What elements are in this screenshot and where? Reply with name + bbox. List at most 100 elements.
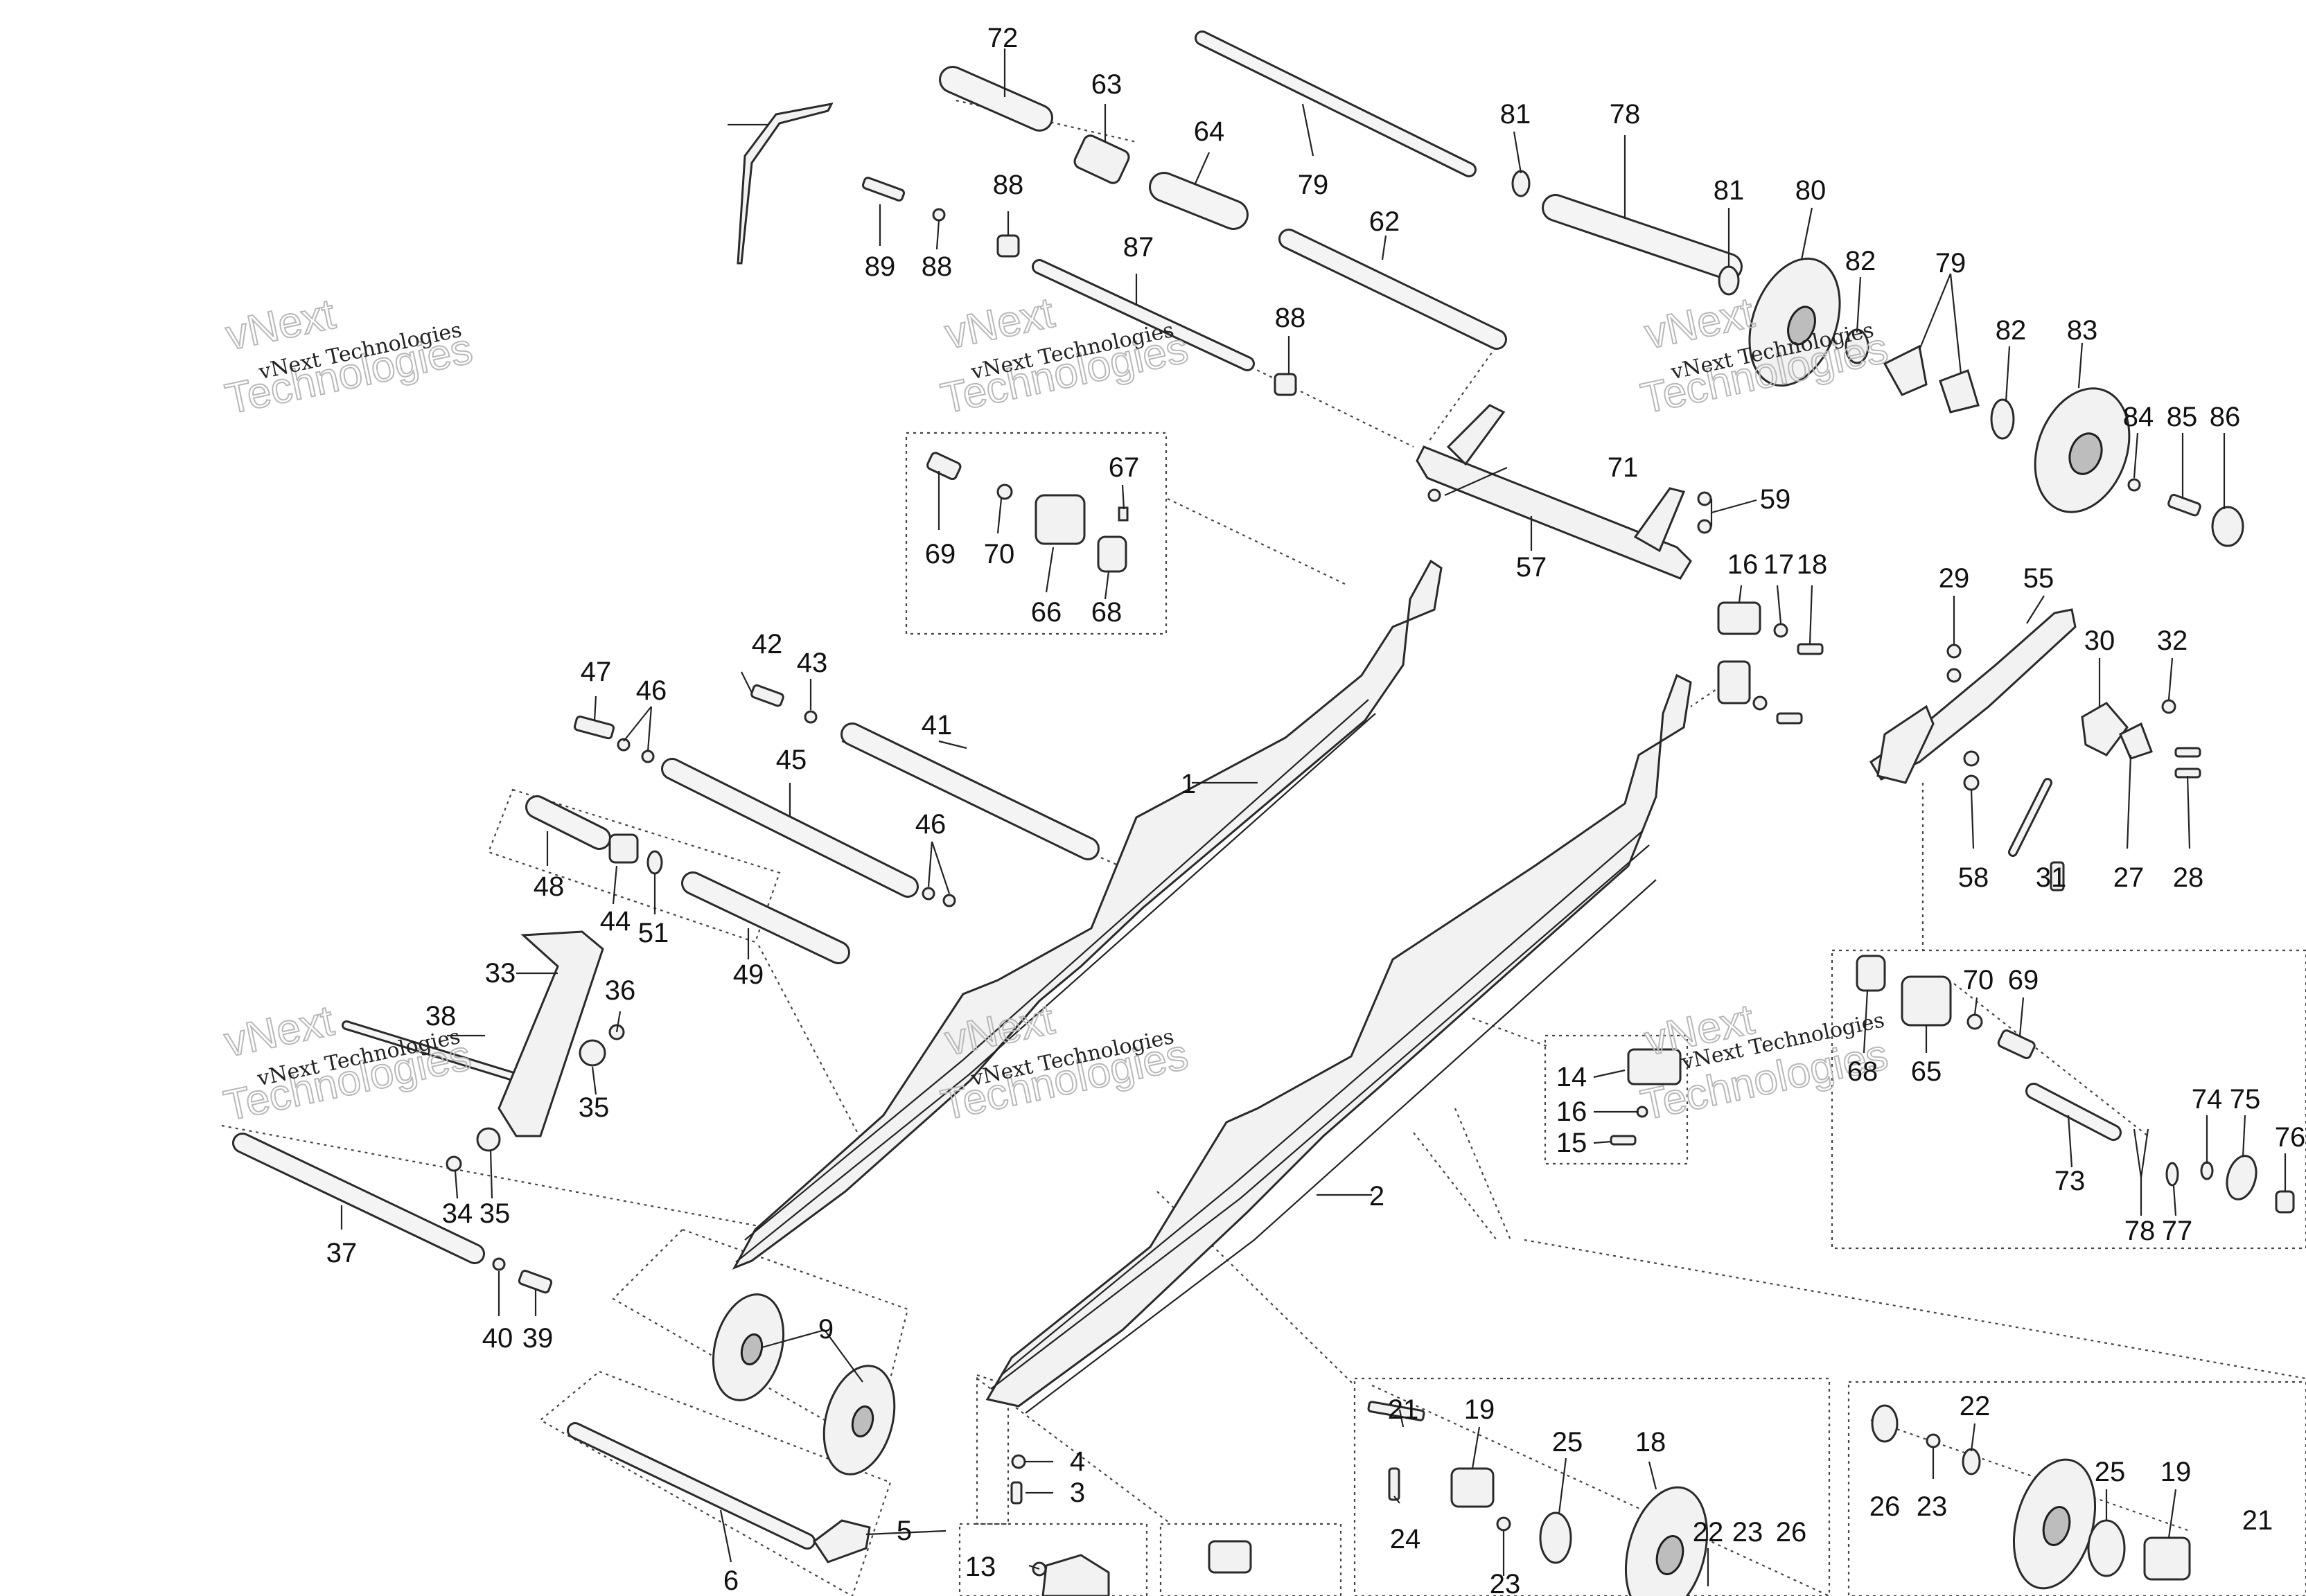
callout-39: 37 — [326, 1238, 358, 1268]
callout-48: 48 — [534, 871, 565, 902]
nut-57a — [1697, 491, 1712, 506]
callout-76: 78 — [1610, 99, 1641, 130]
callout-62: 66 — [1031, 597, 1062, 628]
callout-24: 22 — [1693, 1517, 1724, 1548]
block-62 — [1035, 494, 1086, 545]
callout-32: 30 — [2084, 626, 2115, 656]
watermark-4: vNext Technologies vNext Technologies — [219, 996, 475, 1131]
bolt-56a — [1963, 750, 1980, 767]
callout-6: 6 — [723, 1566, 739, 1596]
pin-63 — [1118, 506, 1129, 522]
callout-36: 34 — [442, 1198, 473, 1229]
callout-13: 13 — [965, 1552, 996, 1582]
part-13-assembly — [1041, 1554, 1110, 1596]
callout-25c: 23 — [1917, 1491, 1948, 1522]
callout-25b: 23 — [1490, 1569, 1521, 1596]
nut-25 — [1496, 1516, 1511, 1532]
callout-59: 63 — [1091, 69, 1123, 100]
callout-9: 9 — [818, 1314, 834, 1345]
bracket-53-54 — [1869, 608, 2077, 784]
washer-49c — [922, 887, 935, 901]
washer-66b — [1966, 1013, 1983, 1030]
seal-28 — [1871, 1404, 1899, 1443]
group-box-21-28 — [1353, 1377, 1831, 1596]
callout-22b: 19 — [2160, 1457, 2192, 1487]
bolt-36 — [446, 1155, 462, 1172]
leader-lines — [340, 48, 2287, 1586]
washer-49a — [617, 738, 631, 752]
bolt-56b — [1963, 774, 1980, 791]
callout-34: 32 — [2157, 626, 2188, 656]
callout-77: 79 — [1935, 248, 1966, 278]
group-box-22-28 — [1847, 1381, 2306, 1596]
washer-82 — [2127, 478, 2141, 492]
callout-65: 69 — [925, 539, 956, 569]
callout-87: 88 — [922, 251, 953, 282]
washer-73 — [2165, 1162, 2179, 1187]
callout-17: 16 — [1727, 549, 1759, 580]
washer-27 — [1539, 1511, 1572, 1564]
callout-64: 68 — [1091, 597, 1123, 628]
plate-5 — [812, 1519, 871, 1563]
callout-64b: 68 — [1847, 1056, 1878, 1087]
washer-80b — [1990, 398, 2015, 440]
bolt-26 — [1388, 1467, 1400, 1501]
callout-labels: 72 63 64 79 88 89 88 87 62 88 81 78 81 8… — [326, 23, 2306, 1596]
callout-41: 39 — [522, 1323, 554, 1354]
watermark-6: vNext Technologies vNext Technologies — [1636, 995, 1892, 1130]
watermark-3: vNext Technologies vNext Technologies — [1636, 288, 1892, 424]
watermark-1: vNext Technologies vNext Technologies — [220, 290, 477, 425]
assembly-lines — [221, 99, 2306, 1596]
washer-52 — [646, 850, 663, 875]
spring-89 — [737, 102, 834, 265]
bolt-33-head — [2050, 861, 2065, 892]
washer-87 — [932, 208, 946, 222]
callout-27: 25 — [1552, 1427, 1583, 1457]
callout-52: 51 — [638, 918, 669, 948]
frame-arm-55 — [1416, 404, 1692, 580]
wheels — [712, 257, 2257, 1596]
callout-28b: 26 — [1869, 1491, 1901, 1522]
cap-84 — [2211, 506, 2244, 547]
callout-78: 80 — [1795, 175, 1827, 206]
callout-75: 79 — [1298, 170, 1329, 200]
hub-22 — [1450, 1467, 1495, 1508]
rail-1 — [732, 559, 1443, 1270]
bushing-64b — [1856, 955, 1886, 992]
bolt-50 — [573, 715, 615, 740]
watermark-2: vNext Technologies vNext Technologies — [936, 288, 1192, 424]
plug-67 — [1427, 488, 1441, 502]
rail-2 — [985, 673, 1692, 1414]
washer-24b — [1962, 1448, 1981, 1475]
callout-72: 76 — [2275, 1122, 2306, 1153]
wheel-71 — [2226, 1155, 2257, 1200]
callout-83: 85 — [2167, 402, 2198, 432]
callout-3: 3 — [1070, 1478, 1085, 1508]
callout-85: 87 — [1123, 232, 1154, 263]
callout-47: 45 — [776, 745, 807, 775]
bolt-19 — [1797, 643, 1824, 655]
bolt-65 — [926, 452, 962, 481]
callout-61: 65 — [1911, 1056, 1942, 1087]
callout-46: 44 — [600, 906, 631, 937]
washer-66 — [996, 484, 1013, 500]
callout-27b: 25 — [2095, 1457, 2126, 1487]
callout-25: 23 — [1732, 1517, 1763, 1548]
block-17a — [1717, 601, 1761, 635]
callout-88: 89 — [865, 251, 896, 282]
callout-1: 1 — [1181, 769, 1196, 799]
washer-18b — [1752, 695, 1768, 711]
callout-22: 19 — [1464, 1394, 1495, 1425]
callout-56: 58 — [1958, 862, 1989, 893]
callout-16: 16 — [1556, 1097, 1587, 1127]
nut-4 — [1011, 1454, 1026, 1469]
callout-35: 33 — [485, 958, 516, 988]
callout-19: 18 — [1797, 549, 1828, 580]
bolt-41 — [518, 1269, 553, 1294]
group-box-bottom — [1159, 1523, 1342, 1596]
washer-37a — [579, 1039, 606, 1067]
bolt-15 — [1610, 1135, 1637, 1146]
callout-2: 2 — [1369, 1181, 1384, 1212]
callout-60: 64 — [1194, 116, 1225, 147]
washer-49d — [942, 894, 956, 907]
